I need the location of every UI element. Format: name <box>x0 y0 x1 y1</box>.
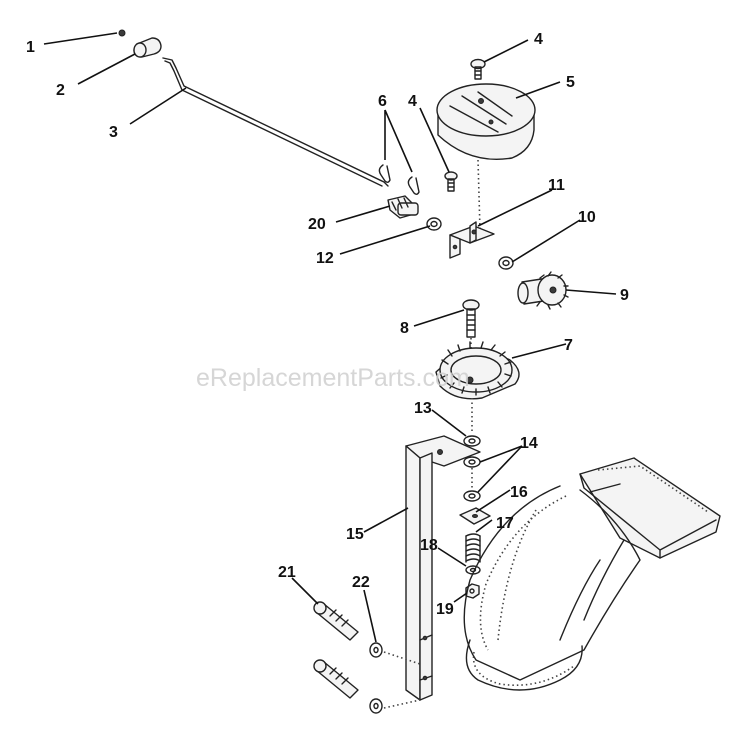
part-12-washer <box>426 217 442 231</box>
part-16-plate <box>459 507 491 525</box>
part-6-hair-pins <box>378 164 420 195</box>
part-15-support-bar <box>405 435 481 701</box>
part-11-bracket <box>449 221 495 259</box>
part-14-washers <box>463 456 481 502</box>
callout-1: 1 <box>26 39 35 56</box>
assembly-guide-line-22 <box>383 651 421 709</box>
part-8-carriage-bolt <box>462 299 480 338</box>
callout-11: 11 <box>548 177 565 194</box>
callout-17: 17 <box>496 515 514 532</box>
leader-lines <box>43 32 617 643</box>
callout-2: 2 <box>56 82 65 99</box>
part-3-control-rod <box>162 57 389 187</box>
callout-14: 14 <box>520 435 538 452</box>
assembly-guide-line-5 <box>477 159 481 231</box>
callout-7: 7 <box>564 337 573 354</box>
part-21-bolts <box>313 601 359 699</box>
part-7-ring-gear <box>435 341 520 400</box>
callout-6: 6 <box>378 93 387 110</box>
callout-21: 21 <box>278 564 296 581</box>
callout-22: 22 <box>352 574 370 591</box>
callout-10: 10 <box>578 209 596 226</box>
watermark-text: eReplacementParts.com <box>196 364 470 392</box>
callout-13: 13 <box>414 400 432 417</box>
callout-18: 18 <box>420 537 438 554</box>
callout-20: 20 <box>308 216 326 233</box>
part-1-ball-end <box>118 29 126 37</box>
discharge-chute-assembly <box>463 457 721 691</box>
callout-3: 3 <box>109 124 118 141</box>
callout-4-upper: 4 <box>534 31 543 48</box>
part-22-washers <box>369 642 383 714</box>
callout-12: 12 <box>316 250 334 267</box>
callout-9: 9 <box>620 287 629 304</box>
part-9-pinion-gear <box>517 271 569 310</box>
part-2-handle-grip <box>133 37 162 58</box>
part-4-screw-upper <box>470 58 486 80</box>
callout-16: 16 <box>510 484 528 501</box>
part-17-spring <box>465 533 481 563</box>
callout-5: 5 <box>566 74 575 91</box>
part-4-screw-lower <box>444 171 458 192</box>
callout-4-lower: 4 <box>408 93 417 110</box>
callout-labels: 1 2 3 4 4 5 6 20 12 11 10 9 8 7 13 14 16… <box>26 31 629 618</box>
part-13-washer <box>463 435 481 447</box>
callout-15: 15 <box>346 526 364 543</box>
callout-8: 8 <box>400 320 409 337</box>
callout-19: 19 <box>436 601 454 618</box>
part-5-chute-cap <box>436 83 536 161</box>
part-20-pivot-pin <box>387 195 419 219</box>
part-10-washer <box>498 256 514 270</box>
